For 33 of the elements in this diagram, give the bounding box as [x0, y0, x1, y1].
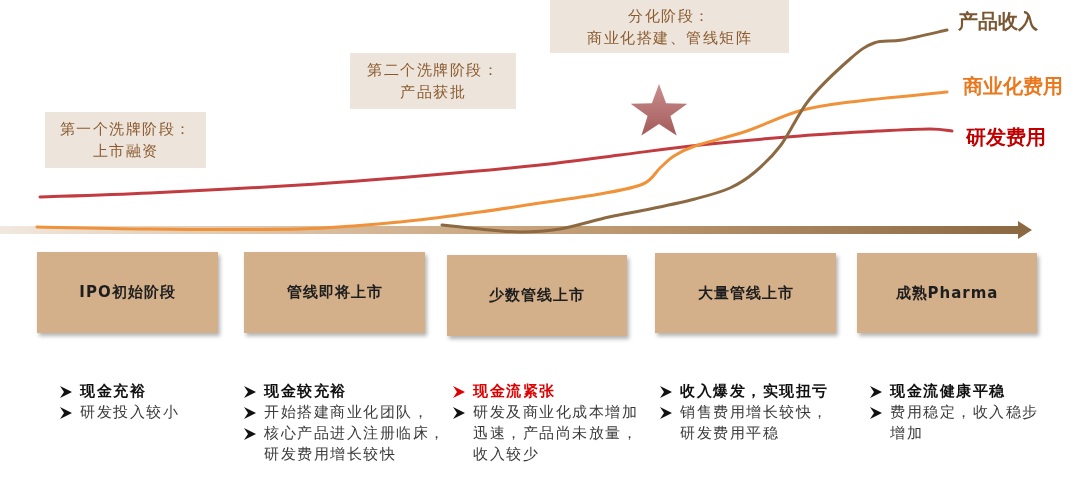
phase-box — [447, 255, 627, 336]
phase-label: 大量管线上市 — [697, 283, 794, 303]
bullet-text: 销售费用增长较快，研发费用平稳 — [680, 402, 830, 444]
callout-text: 商业化搭建、管线矩阵 — [587, 27, 752, 49]
phase-label: 管线即将上市 — [286, 283, 383, 302]
callout-text: 产品获批 — [400, 82, 466, 103]
callout-box — [550, 0, 789, 53]
bullet-heading: 收入爆发，实现扭亏 — [680, 381, 830, 402]
bullet-text: 核心产品进入注册临床，研发费用增长较快 — [264, 423, 447, 465]
phase-box — [857, 253, 1037, 333]
phase-box — [37, 252, 218, 333]
phase-label: 成熟Pharma — [895, 283, 999, 303]
bullet-heading: 现金流健康平稳 — [890, 381, 1007, 402]
curve-label: 产品收入 — [958, 9, 1038, 33]
callout-heading: 第一个洗牌阶段： — [59, 119, 192, 140]
bullet-text: 费用稳定，收入稳步增加 — [890, 402, 1040, 444]
bullet-heading: 现金流紧张 — [473, 381, 557, 402]
curve-label: 商业化费用 — [963, 74, 1063, 98]
curve-label: 研发费用 — [966, 125, 1046, 149]
bullet-heading: 现金较充裕 — [264, 381, 348, 402]
callout-box — [350, 53, 516, 109]
phase-box — [655, 253, 836, 333]
callout-text: 上市融资 — [92, 141, 159, 162]
bullet-text: 开始搭建商业化团队， — [264, 402, 430, 423]
phase-box — [244, 252, 425, 333]
callout-heading: 第二个洗牌阶段： — [367, 60, 499, 81]
phase-label: 少数管线上市 — [489, 286, 585, 305]
bullet-heading: 现金充裕 — [80, 381, 147, 402]
bullet-text: 研发投入较小 — [80, 402, 180, 423]
callout-heading: 分化阶段： — [628, 5, 711, 27]
bullet-text: 研发及商业化成本增加迅速，产品尚未放量，收入较少 — [473, 402, 639, 465]
phase-label: IPO初始阶段 — [79, 283, 176, 302]
callout-box — [45, 112, 206, 168]
